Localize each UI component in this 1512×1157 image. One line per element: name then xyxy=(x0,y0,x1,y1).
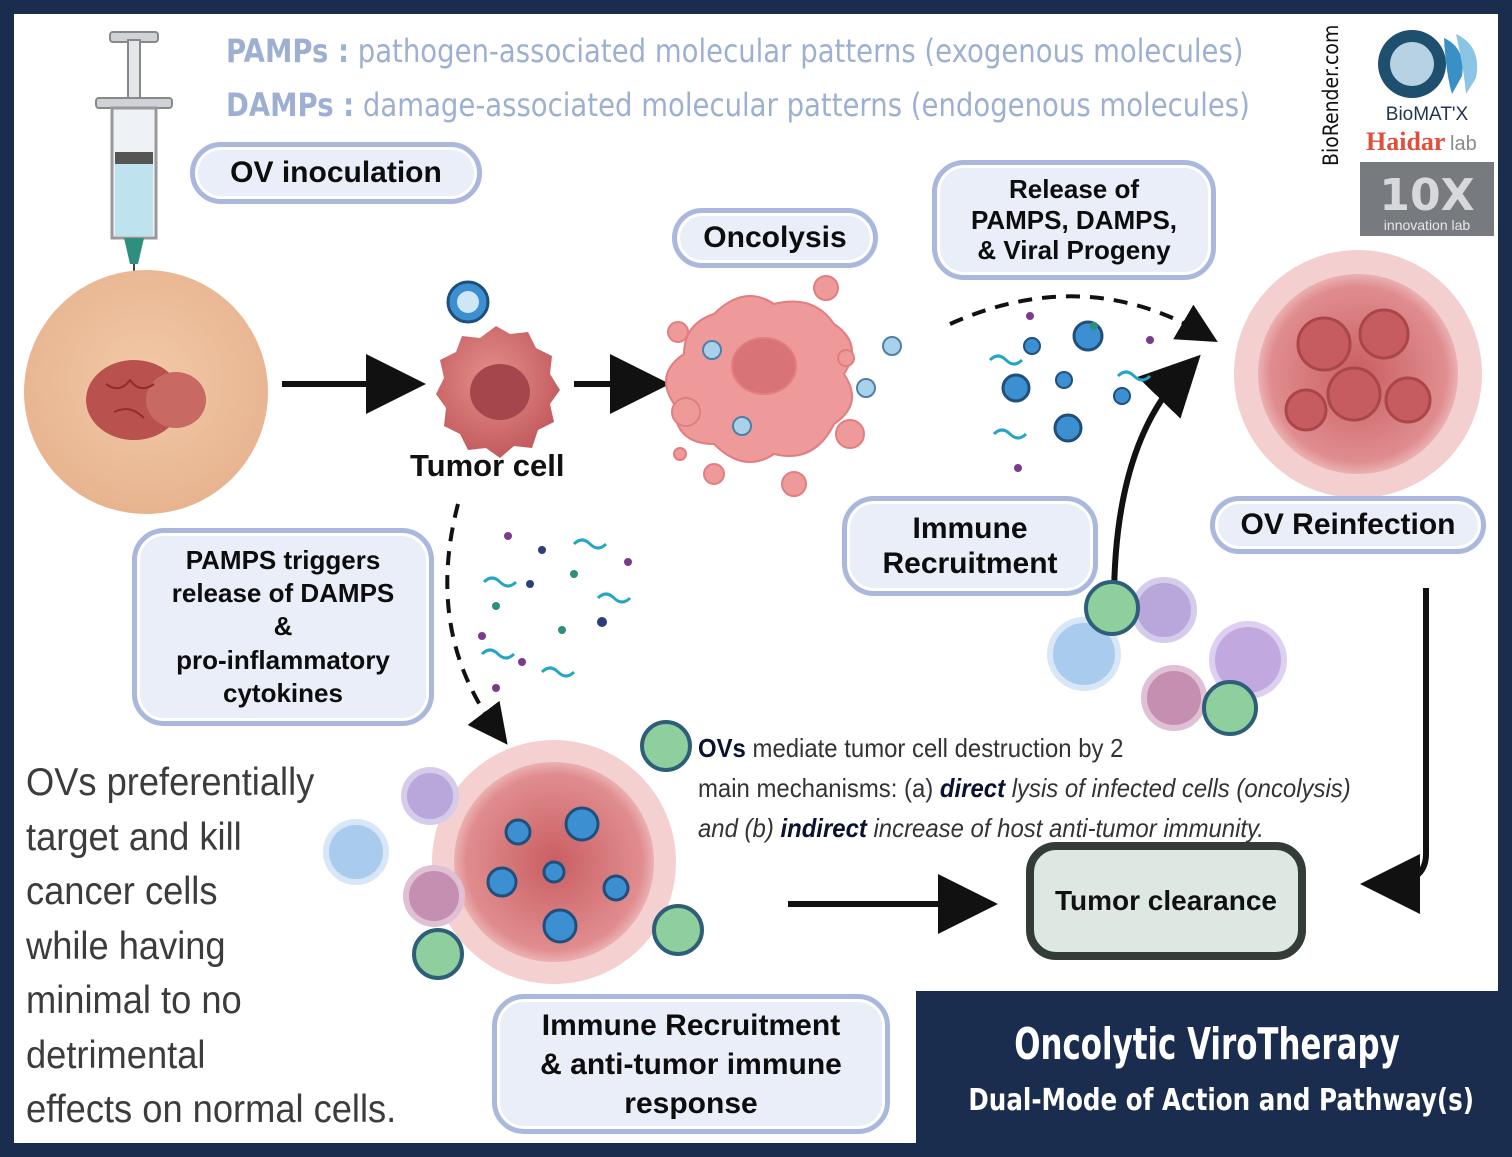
tumor-cell-label: Tumor cell xyxy=(410,448,565,483)
damps-def: damage-associated molecular patterns (en… xyxy=(362,86,1250,124)
oncolysis-label: Oncolysis xyxy=(672,208,878,268)
biomatx-text: BioMAT'X xyxy=(1386,104,1469,125)
ov-reinfection-text: OV Reinfection xyxy=(1240,508,1456,542)
damps-term: DAMPs : xyxy=(226,86,355,124)
small-virus-icons xyxy=(702,336,902,436)
mechanism-line-3: and (b) indirect increase of host anti-t… xyxy=(698,808,1379,848)
immune-cells-icon xyxy=(1047,577,1287,736)
immune-antitumor-label: Immune Recruitment & anti-tumor immune r… xyxy=(492,994,890,1134)
immune-antitumor-line-3: response xyxy=(624,1086,758,1120)
pamps-definition: PAMPs : pathogen-associated molecular pa… xyxy=(226,32,1244,70)
tumor-clearance-box: Tumor clearance xyxy=(1026,842,1306,960)
title-box: Oncolytic ViroTherapy Dual-Mode of Actio… xyxy=(916,991,1498,1143)
release-label: Release of PAMPS, DAMPS, & Viral Progeny xyxy=(932,160,1216,280)
biorender-credit: BioRender.com xyxy=(1319,24,1343,166)
oncolysis-fragments-icon xyxy=(665,275,865,497)
pamps-trigger-line-3: & xyxy=(273,611,293,642)
flow-arrows xyxy=(282,354,1429,934)
mechanism-text: OVs mediate tumor cell destruction by 2 … xyxy=(698,728,1379,848)
reinfected-tumor-mass-icon xyxy=(1234,250,1482,498)
immune-antitumor-line-1: Immune Recruitment xyxy=(541,1008,841,1042)
immune-recruitment-line-2: Recruitment xyxy=(882,547,1058,580)
syringe-icon xyxy=(95,31,173,364)
oncolysis-text: Oncolysis xyxy=(703,221,847,255)
release-line-3: & Viral Progeny xyxy=(977,235,1171,266)
mechanism-ovs: OVs xyxy=(698,733,746,763)
skin-tumor-icon xyxy=(24,270,268,514)
mechanism-line-1: OVs mediate tumor cell destruction by 2 xyxy=(698,728,1379,768)
diagram-panel: PAMPs : pathogen-associated molecular pa… xyxy=(14,14,1498,1143)
damps-definition: DAMPs : damage-associated molecular patt… xyxy=(226,86,1250,124)
immune-antitumor-line-2: & anti-tumor immune xyxy=(540,1047,842,1081)
pamps-term: PAMPs : xyxy=(226,32,349,70)
dashed-arrows xyxy=(445,294,1218,745)
logo-graphic: BioMAT'X Haidar lab 10X innovation lab xyxy=(1360,30,1494,236)
ov-inoculation-label: OV inoculation xyxy=(190,142,482,204)
diagram-artwork xyxy=(24,31,1482,984)
mechanism-line3-a: and (b) xyxy=(698,813,781,843)
pamps-def: pathogen-associated molecular patterns (… xyxy=(357,32,1244,70)
lab-logos: BioMAT'X Haidar lab 10X innovation lab xyxy=(1360,16,1494,236)
left-summary-text: OVs preferentially target and kill cance… xyxy=(26,756,397,1138)
cytokines-icon xyxy=(478,532,632,692)
mechanism-line1-rest: mediate tumor cell destruction by 2 xyxy=(745,733,1124,763)
pamps-trigger-line-5: cytokines xyxy=(223,677,343,708)
innovation-lab-text: innovation lab xyxy=(1384,217,1471,233)
released-virions-icon xyxy=(988,312,1154,472)
release-line-2: PAMPS, DAMPS, xyxy=(970,204,1178,235)
left-note-line-4: while having xyxy=(26,924,226,968)
mechanism-line2-a: main mechanisms: (a) xyxy=(698,773,940,803)
title-main: Oncolytic ViroTherapy xyxy=(1014,1019,1400,1070)
tenx-text: 10X xyxy=(1379,170,1474,221)
mechanism-line2-b: lysis of infected cells (oncolysis) xyxy=(1005,773,1351,803)
pamps-trigger-line-2: release of DAMPS xyxy=(171,578,395,609)
mechanism-direct: direct xyxy=(939,773,1006,803)
left-note-line-3: cancer cells xyxy=(26,870,218,913)
ov-reinfection-label: OV Reinfection xyxy=(1210,496,1486,554)
mechanism-indirect: indirect xyxy=(780,813,867,843)
left-note-line-5: minimal to no xyxy=(26,979,242,1022)
pamps-trigger-label: PAMPS triggers release of DAMPS & pro-in… xyxy=(132,528,434,726)
left-note-line-2: target and kill xyxy=(26,815,242,859)
immune-recruitment-label: Immune Recruitment xyxy=(842,496,1098,596)
left-note-line-6: detrimental xyxy=(26,1033,206,1077)
pamps-trigger-line-1: PAMPS triggers xyxy=(185,544,381,575)
mechanism-line-2: main mechanisms: (a) direct lysis of inf… xyxy=(698,768,1379,808)
mechanism-line3-b: increase of host anti-tumor immunity. xyxy=(866,813,1264,843)
tumor-immune-mass-icon xyxy=(323,720,704,984)
left-note-line-1: OVs preferentially xyxy=(26,761,315,804)
tumor-clearance-text: Tumor clearance xyxy=(1054,885,1278,916)
title-sub: Dual-Mode of Action and Pathway(s) xyxy=(968,1083,1475,1118)
ov-inoculation-text: OV inoculation xyxy=(230,156,442,190)
pamps-trigger-line-4: pro-inflammatory xyxy=(176,644,390,675)
lab-text: lab xyxy=(1450,133,1477,155)
tumor-cell-icon xyxy=(436,280,560,458)
left-note-line-7: effects on normal cells. xyxy=(26,1088,397,1131)
release-line-1: Release of xyxy=(1008,173,1140,204)
haidar-text: Haidar xyxy=(1366,127,1445,156)
immune-recruitment-line-1: Immune xyxy=(912,511,1028,545)
